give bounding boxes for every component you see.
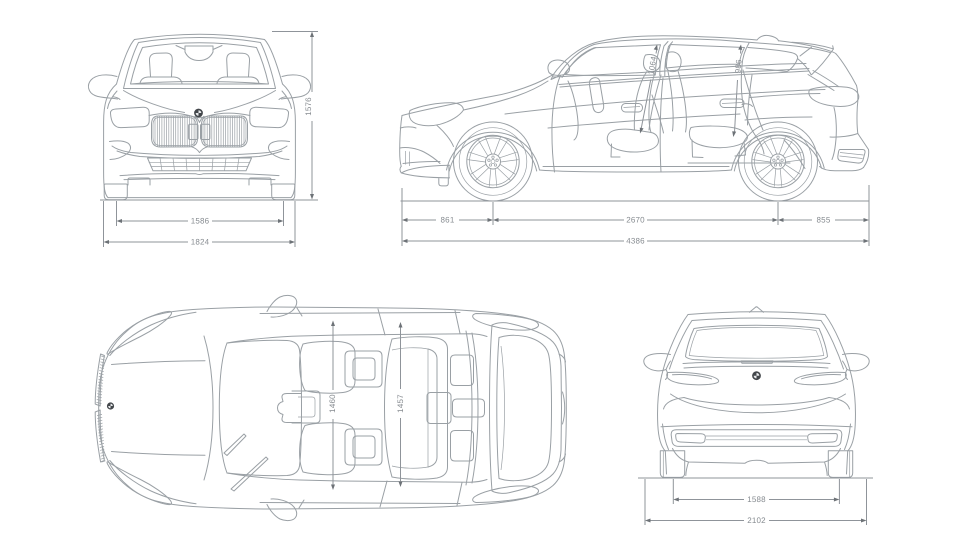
svg-text:2102: 2102 — [747, 516, 766, 525]
svg-text:4386: 4386 — [626, 236, 645, 245]
svg-text:1824: 1824 — [191, 237, 210, 246]
svg-text:1460: 1460 — [328, 394, 337, 413]
svg-text:2670: 2670 — [626, 215, 645, 224]
svg-text:861: 861 — [441, 215, 455, 224]
svg-text:1457: 1457 — [396, 394, 405, 413]
svg-text:986: 986 — [733, 59, 743, 74]
svg-text:1064: 1064 — [646, 55, 658, 75]
svg-text:855: 855 — [817, 215, 831, 224]
svg-text:1586: 1586 — [191, 216, 210, 225]
svg-text:1576: 1576 — [304, 97, 313, 116]
svg-text:1588: 1588 — [747, 495, 766, 504]
